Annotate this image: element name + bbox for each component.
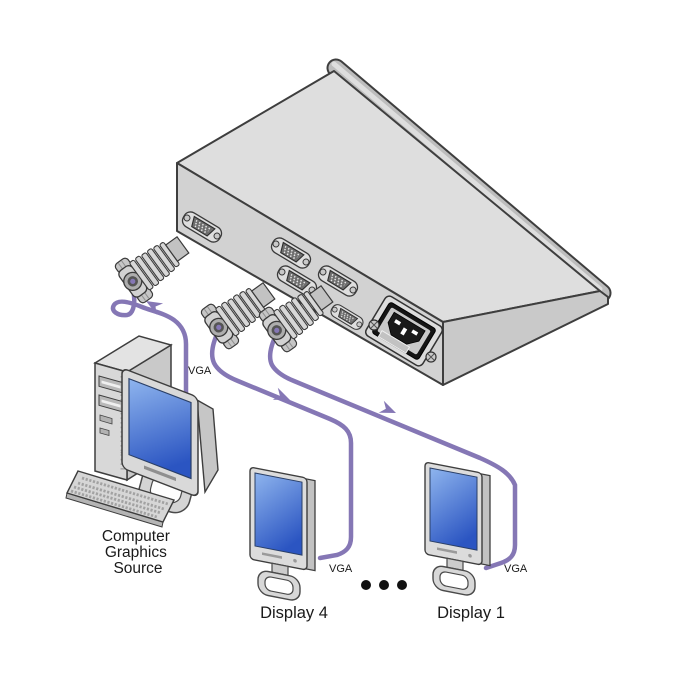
ellipsis-dots: [361, 580, 407, 590]
lcd-display-icon: [424, 461, 491, 601]
power-inlet-icon: [364, 295, 444, 367]
vga-plug-icon: [110, 224, 198, 307]
distribution-amplifier-device: [176, 58, 612, 386]
crt-monitor-icon: [121, 369, 219, 497]
source-label-line3: Source: [113, 560, 162, 577]
source-label-line1: Computer: [102, 528, 170, 545]
computer-graphics-source: [65, 335, 219, 528]
vga-label-display4: VGA: [329, 563, 353, 575]
output-cable-display1: [267, 330, 518, 571]
vga-label-input: VGA: [188, 365, 212, 377]
vga-label-display1: VGA: [504, 563, 528, 575]
display1-label: Display 1: [437, 604, 505, 622]
cables: [110, 283, 518, 571]
keyboard-icon: [65, 470, 175, 528]
lcd-display-icon: [249, 466, 316, 606]
source-label: Computer Graphics Source: [102, 528, 174, 577]
input-cable: [110, 283, 189, 399]
source-label-line2: Graphics: [105, 544, 167, 561]
output-cable-display4: [209, 327, 354, 561]
display4-label: Display 4: [260, 604, 328, 622]
